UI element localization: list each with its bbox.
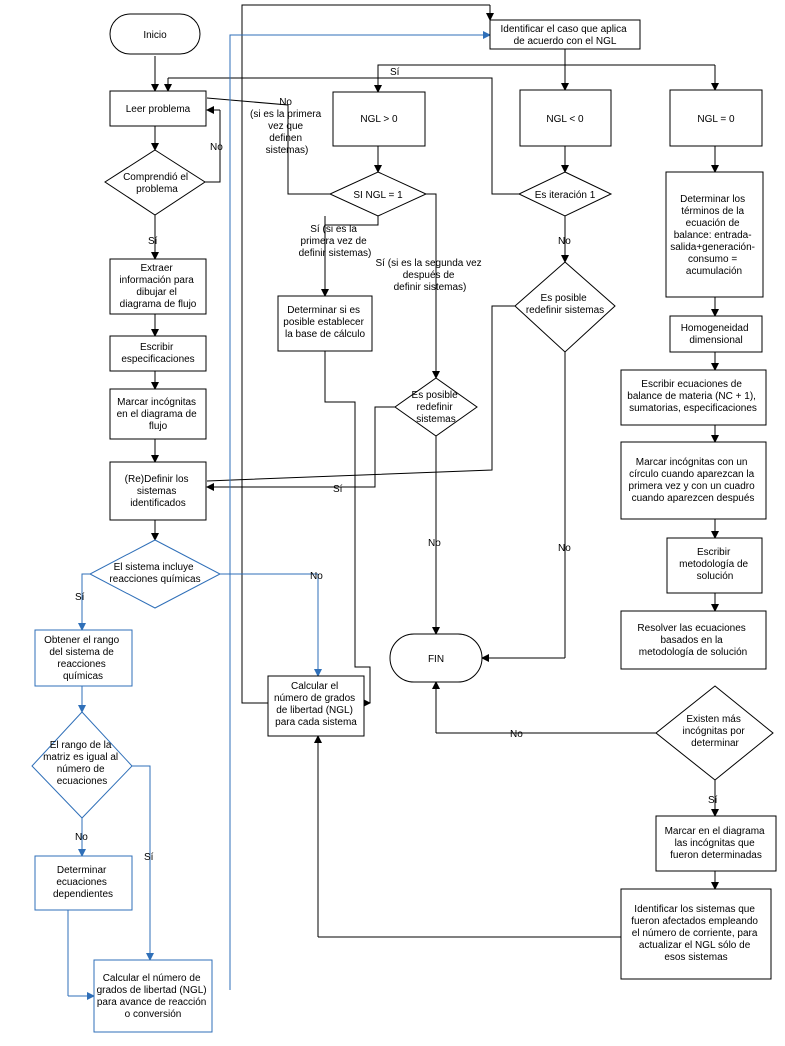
svg-text:Marcar incógnitas en el: Marcar incógnitas en el diagrama de fluj… — [117, 397, 200, 432]
svg-text:El rango de la matriz es: El rango de la matriz es igual al número… — [43, 740, 121, 787]
svg-text:Es iteración 1: Es iteración 1 — [535, 190, 596, 201]
chemical-reactions-decision: El sistema incluye reacciones químicas — [88, 539, 222, 609]
can-redefine-decision-right: Es posible redefinir sistemas — [514, 261, 616, 353]
label-yes-reactions: Sí — [75, 592, 85, 603]
dof-negative-box: NGL < 0 — [519, 89, 612, 147]
label-no-reactions: No — [310, 571, 323, 582]
svg-text:NGL < 0: NGL < 0 — [546, 114, 584, 125]
can-redefine-decision-center: Es posible redefinir sistemas — [394, 377, 478, 437]
label-yes-rank: Sí — [144, 852, 154, 863]
identify-affected-box: Identificar los sistemas que fueron afec… — [620, 888, 772, 980]
svg-text:Escribir metodología de: Escribir metodología de solución — [679, 547, 751, 582]
mark-unknowns-box: Marcar incógnitas en el diagrama de fluj… — [109, 388, 207, 440]
svg-text:Marcar en el diagrama la: Marcar en el diagrama las incógnitas que… — [665, 826, 768, 861]
svg-text:Es posible redefinir: Es posible redefinir sistemas — [412, 390, 461, 425]
label-no-iteration: No — [558, 236, 571, 247]
label-no-redefine-center: No — [428, 538, 441, 549]
svg-text:Identificar los sistemas que: Identificar los sistemas que fueron afec… — [631, 904, 761, 963]
dof-positive-box: NGL > 0 — [332, 91, 426, 147]
edge-labels: No Sí Sí No No Sí Sí No (si es la primer… — [75, 67, 718, 863]
extract-info-box: Extraer información para dibujar el diag… — [109, 258, 207, 315]
iteration-one-decision: Es iteración 1 — [517, 171, 613, 217]
label-yes-second-time: Sí (si es la segunda vez después de defi… — [376, 258, 485, 293]
calc-dof-reaction-box: Calcular el número de grados de libertad… — [93, 959, 213, 1033]
label-yes-top: Sí — [390, 67, 400, 78]
label-no-understood: No — [210, 142, 223, 153]
start-label: Inicio — [143, 30, 167, 41]
label-no-more-unknowns: No — [510, 729, 523, 740]
get-rank-box: Obtener el rango del sistema de reaccion… — [34, 629, 133, 687]
svg-text:Extraer información para: Extraer información para dibujar el diag… — [119, 263, 196, 310]
label-no-rank: No — [75, 832, 88, 843]
svg-text:Marcar incógnitas con un: Marcar incógnitas con un círculo cuando … — [629, 457, 758, 504]
svg-text:Determinar si es posible: Determinar si es posible establecer la b… — [283, 305, 366, 340]
svg-text:El sistema incluye reacc: El sistema incluye reacciones químicas — [109, 562, 200, 585]
dependent-equations-box: Determinar ecuaciones dependientes — [34, 855, 133, 911]
write-specs-box: Escribir especificaciones — [109, 335, 207, 372]
dof-zero-box: NGL = 0 — [669, 89, 763, 147]
connectors — [67, 4, 719, 1000]
redefine-systems-box: (Re)Definir los sistemas identificados — [109, 461, 207, 521]
svg-text:Calcular el número de gr: Calcular el número de grados de libertad… — [274, 681, 358, 728]
rank-equal-decision: El rango de la matriz es igual al número… — [31, 711, 133, 819]
label-no-redefine-right: No — [558, 543, 571, 554]
label-yes-first-time: Sí (si es la primera vez de definir sist… — [299, 224, 372, 259]
mark-circle-box: Marcar incógnitas con un círculo cuando … — [620, 441, 767, 520]
label-yes-redefine: Sí — [333, 484, 343, 495]
start-node: Inicio — [109, 13, 201, 55]
read-problem-box: Leer problema — [109, 90, 207, 127]
homogeneity-box: Homogeneidad dimensional — [669, 315, 763, 353]
svg-text:Determinar los términos: Determinar los términos de la ecuación d… — [670, 194, 758, 277]
label-yes-more-unknowns: Sí — [708, 795, 718, 806]
svg-text:Resolver las ecuaciones: Resolver las ecuaciones basados en la me… — [637, 623, 748, 658]
dof-one-decision: SI NGL = 1 — [328, 171, 428, 217]
svg-text:SI NGL = 1: SI NGL = 1 — [353, 190, 403, 201]
svg-text:Existen más incógnitas p: Existen más incógnitas por determinar — [682, 714, 747, 749]
write-equations-box: Escribir ecuaciones de balance de materi… — [620, 369, 767, 426]
balance-terms-box: Determinar los términos de la ecuación d… — [665, 171, 764, 298]
svg-text:NGL > 0: NGL > 0 — [360, 114, 398, 125]
svg-text:Comprendió el problema: Comprendió el problema — [123, 172, 191, 195]
svg-text:(Re)Definir los sistemas: (Re)Definir los sistemas identificados — [125, 474, 192, 509]
svg-text:Determinar ecuaciones: Determinar ecuaciones dependientes — [53, 865, 113, 900]
mark-determined-box: Marcar en el diagrama las incógnitas que… — [655, 815, 777, 872]
more-unknowns-decision: Existen más incógnitas por determinar — [655, 685, 774, 781]
understood-decision: Comprendió el problema — [104, 149, 206, 216]
end-node: FIN — [389, 633, 483, 683]
svg-text:FIN: FIN — [428, 654, 444, 665]
label-no-first-time: No (si es la primera vez que definen sis… — [250, 97, 324, 156]
calc-basis-box: Determinar si es posible establecer la b… — [277, 295, 373, 352]
write-methodology-box: Escribir metodología de solución — [666, 537, 763, 594]
svg-text:NGL = 0: NGL = 0 — [697, 114, 735, 125]
svg-text:Identificar el caso que aplica: Identificar el caso que aplica de acuerd… — [501, 24, 630, 47]
svg-text:Homogeneidad dimensional: Homogeneidad dimensional — [681, 323, 752, 346]
svg-text:Calcular el número de gr: Calcular el número de grados de libertad… — [97, 973, 210, 1020]
solve-equations-box: Resolver las ecuaciones basados en la me… — [620, 610, 767, 670]
svg-text:Escribir especificacione: Escribir especificaciones — [121, 342, 194, 365]
svg-text:Es posible redefinir sis: Es posible redefinir sistemas — [526, 293, 604, 316]
identify-case-box: Identificar el caso que aplica de acuerd… — [489, 19, 641, 50]
label-yes-understood: Sí — [148, 236, 158, 247]
svg-text:Escribir ecuaciones de b: Escribir ecuaciones de balance de materi… — [627, 379, 758, 414]
svg-text:Leer problema: Leer problema — [126, 104, 191, 115]
svg-text:Obtener el rango del sis: Obtener el rango del sistema de reaccion… — [44, 635, 122, 682]
calc-dof-system-box: Calcular el número de grados de libertad… — [267, 675, 365, 737]
